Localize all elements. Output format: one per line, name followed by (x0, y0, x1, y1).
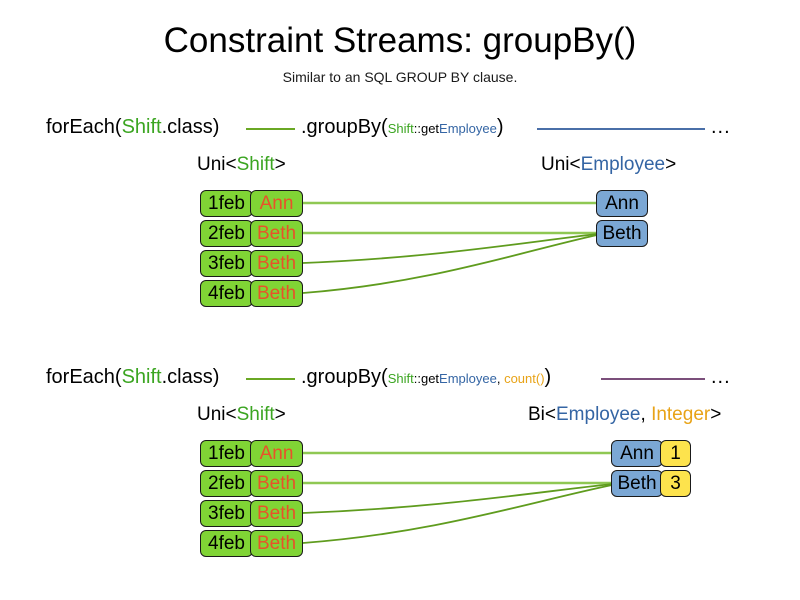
group-employee: Beth (611, 470, 663, 497)
right-type-close: > (665, 154, 677, 175)
left-type-close: > (274, 154, 286, 175)
shift-row[interactable]: 4feb Beth (200, 530, 303, 557)
foreach-prefix: forEach( (46, 116, 122, 138)
group-employee: Ann (611, 440, 663, 467)
shift-row[interactable]: 2feb Beth (200, 470, 303, 497)
left-type-close: > (274, 404, 286, 425)
groupby-arg-type-shift: Shift (387, 121, 414, 136)
groupby-suffix: ) (544, 366, 552, 388)
groupby-arg-method: ::get (413, 371, 440, 386)
shift-row[interactable]: 3feb Beth (200, 500, 303, 527)
group-employee: Ann (596, 190, 648, 217)
section-2-groupby-expression: .groupBy(Shift::getEmployee, count()) (301, 365, 551, 391)
section-1-left-type-label: Uni<Shift> (197, 153, 286, 176)
groupby-arg-property-employee: Employee (439, 121, 497, 136)
group-employee: Beth (596, 220, 648, 247)
group-count: 3 (660, 470, 691, 497)
groupby-suffix: ) (496, 116, 504, 138)
section-2-left-type-label: Uni<Shift> (197, 403, 286, 426)
shift-employee: Beth (250, 500, 303, 527)
left-type-generic-shift: Shift (236, 404, 275, 425)
foreach-type-shift: Shift (121, 366, 162, 388)
shift-employee: Ann (250, 440, 303, 467)
shift-row[interactable]: 3feb Beth (200, 250, 303, 277)
shift-date: 1feb (200, 440, 253, 467)
shift-row[interactable]: 1feb Ann (200, 190, 303, 217)
shift-employee: Beth (250, 470, 303, 497)
group-count: 1 (660, 440, 691, 467)
shift-employee: Ann (250, 190, 303, 217)
groupby-prefix: .groupBy( (301, 116, 388, 138)
foreach-suffix: .class) (161, 116, 220, 138)
shift-date: 2feb (200, 470, 253, 497)
group-row[interactable]: Ann (596, 190, 648, 217)
right-type-generic-integer: Integer (651, 404, 711, 425)
foreach-suffix: .class) (161, 366, 220, 388)
page-subtitle: Similar to an SQL GROUP BY clause. (282, 69, 518, 85)
section-2-connector-groupby-to-ellipsis (601, 378, 705, 380)
shift-date: 3feb (200, 500, 253, 527)
shift-date: 4feb (200, 530, 253, 557)
groupby-arg-collector-count: count() (504, 371, 545, 386)
right-type-container: Uni< (541, 154, 581, 175)
left-type-generic-shift: Shift (236, 154, 275, 175)
shift-row[interactable]: 1feb Ann (200, 440, 303, 467)
shift-employee: Beth (250, 220, 303, 247)
section-1-foreach-expression: forEach(Shift.class) (46, 115, 219, 139)
section-2-foreach-expression: forEach(Shift.class) (46, 365, 219, 389)
foreach-type-shift: Shift (121, 116, 162, 138)
left-type-container: Uni< (197, 154, 237, 175)
shift-row[interactable]: 4feb Beth (200, 280, 303, 307)
groupby-prefix: .groupBy( (301, 366, 388, 388)
section-1-groupby-expression: .groupBy(Shift::getEmployee) (301, 115, 504, 141)
groupby-arg-separator: , (496, 371, 505, 386)
right-type-container: Bi< (528, 404, 556, 425)
section-1-connector-groupby-to-ellipsis (537, 128, 705, 130)
shift-employee: Beth (250, 250, 303, 277)
right-type-generic-employee: Employee (556, 404, 641, 425)
shift-date: 1feb (200, 190, 253, 217)
groupby-arg-method: ::get (413, 121, 440, 136)
shift-row[interactable]: 2feb Beth (200, 220, 303, 247)
right-type-generic-employee: Employee (580, 154, 666, 175)
shift-date: 3feb (200, 250, 253, 277)
shift-date: 4feb (200, 280, 253, 307)
section-1-ellipsis: ... (711, 116, 731, 138)
shift-employee: Beth (250, 280, 303, 307)
page-title: Constraint Streams: groupBy() (163, 21, 637, 60)
section-2-ellipsis: ... (711, 366, 731, 388)
right-type-separator: , (640, 404, 652, 425)
group-row[interactable]: Ann 1 (611, 440, 691, 467)
section-2-right-type-label: Bi<Employee, Integer> (528, 403, 721, 426)
left-type-container: Uni< (197, 404, 237, 425)
right-type-close: > (710, 404, 722, 425)
section-1-connector-foreach-to-groupby (246, 128, 295, 130)
foreach-prefix: forEach( (46, 366, 122, 388)
section-1-right-type-label: Uni<Employee> (541, 153, 676, 176)
groupby-arg-property-employee: Employee (439, 371, 497, 386)
group-row[interactable]: Beth 3 (611, 470, 691, 497)
shift-date: 2feb (200, 220, 253, 247)
group-row[interactable]: Beth (596, 220, 648, 247)
section-2-connector-foreach-to-groupby (246, 378, 295, 380)
groupby-arg-type-shift: Shift (387, 371, 414, 386)
shift-employee: Beth (250, 530, 303, 557)
